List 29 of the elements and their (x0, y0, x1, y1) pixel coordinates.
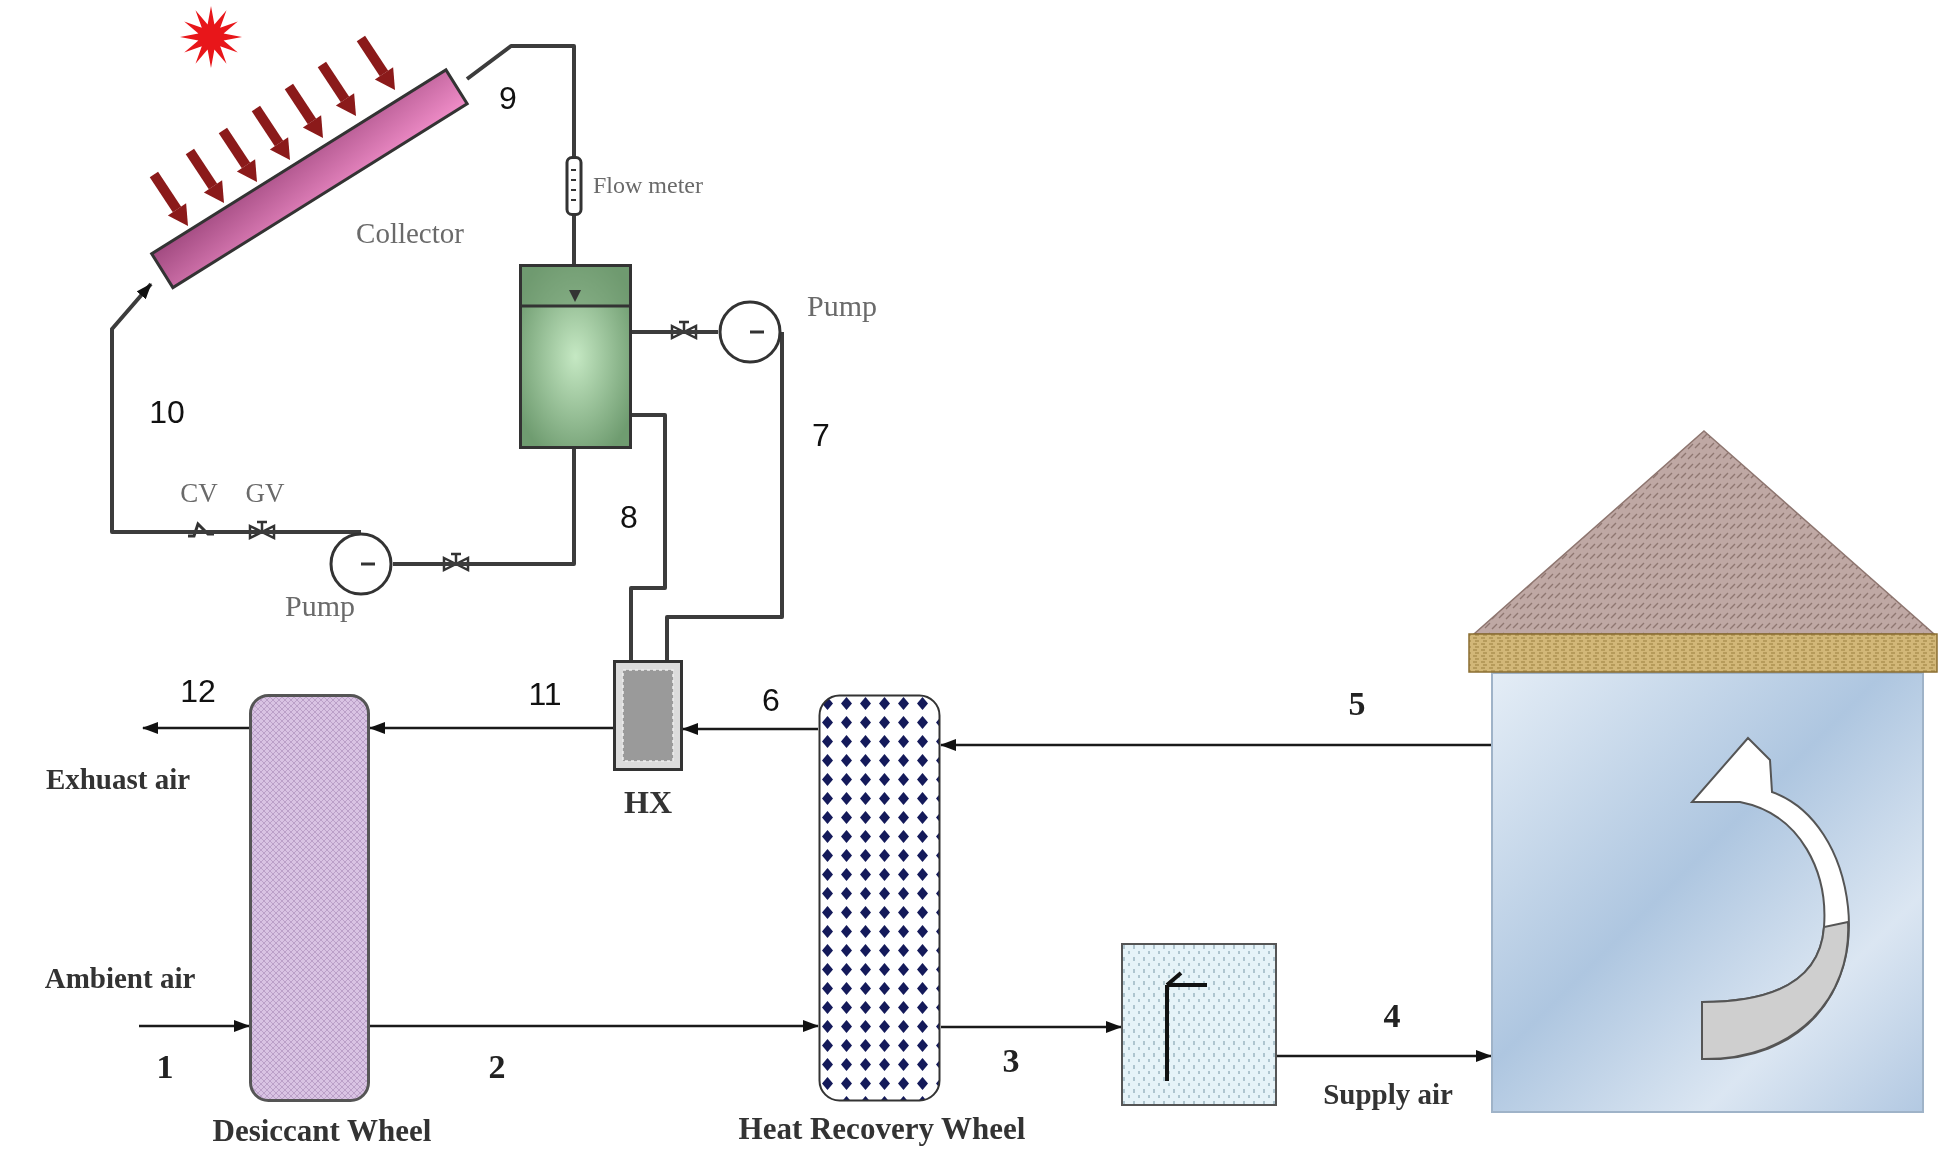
pump-label: Pump (807, 291, 877, 321)
pipe-line (465, 44, 576, 156)
heat-recovery-wheel-label: Heat Recovery Wheel (738, 1112, 1026, 1144)
pipe-line (110, 282, 361, 534)
airflow-label: Exhuast air (45, 764, 191, 794)
airflow-arrow (941, 1021, 1122, 1033)
pipe-line (393, 449, 576, 566)
evaporative-cooler (1121, 943, 1277, 1106)
airflow-arrow (369, 722, 613, 734)
desiccant-wheel-label: Desiccant Wheel (212, 1114, 432, 1146)
airflow-arrow (940, 739, 1491, 751)
valve-label: CV (180, 479, 218, 507)
airflow-label: Ambient air (44, 963, 196, 993)
valve-label: GV (245, 479, 285, 507)
airflow-arrow (370, 1020, 819, 1032)
pipe-line (632, 330, 718, 334)
pipe-line (665, 332, 784, 660)
heat-exchanger-label: HX (624, 786, 672, 818)
collector-label: Collector (356, 218, 464, 248)
airflow-arrow (139, 1020, 250, 1032)
storage-tank (519, 264, 632, 449)
airflow-arrow (142, 722, 249, 734)
pipe-line (629, 413, 667, 660)
flow-meter-label: Flow meter (593, 173, 703, 197)
airflow-arrow (682, 723, 818, 735)
airflow-arrow (1277, 1050, 1492, 1062)
airflow-label: Supply air (1323, 1079, 1453, 1109)
pump-label: Pump (285, 591, 355, 621)
pipe-line (572, 216, 576, 264)
